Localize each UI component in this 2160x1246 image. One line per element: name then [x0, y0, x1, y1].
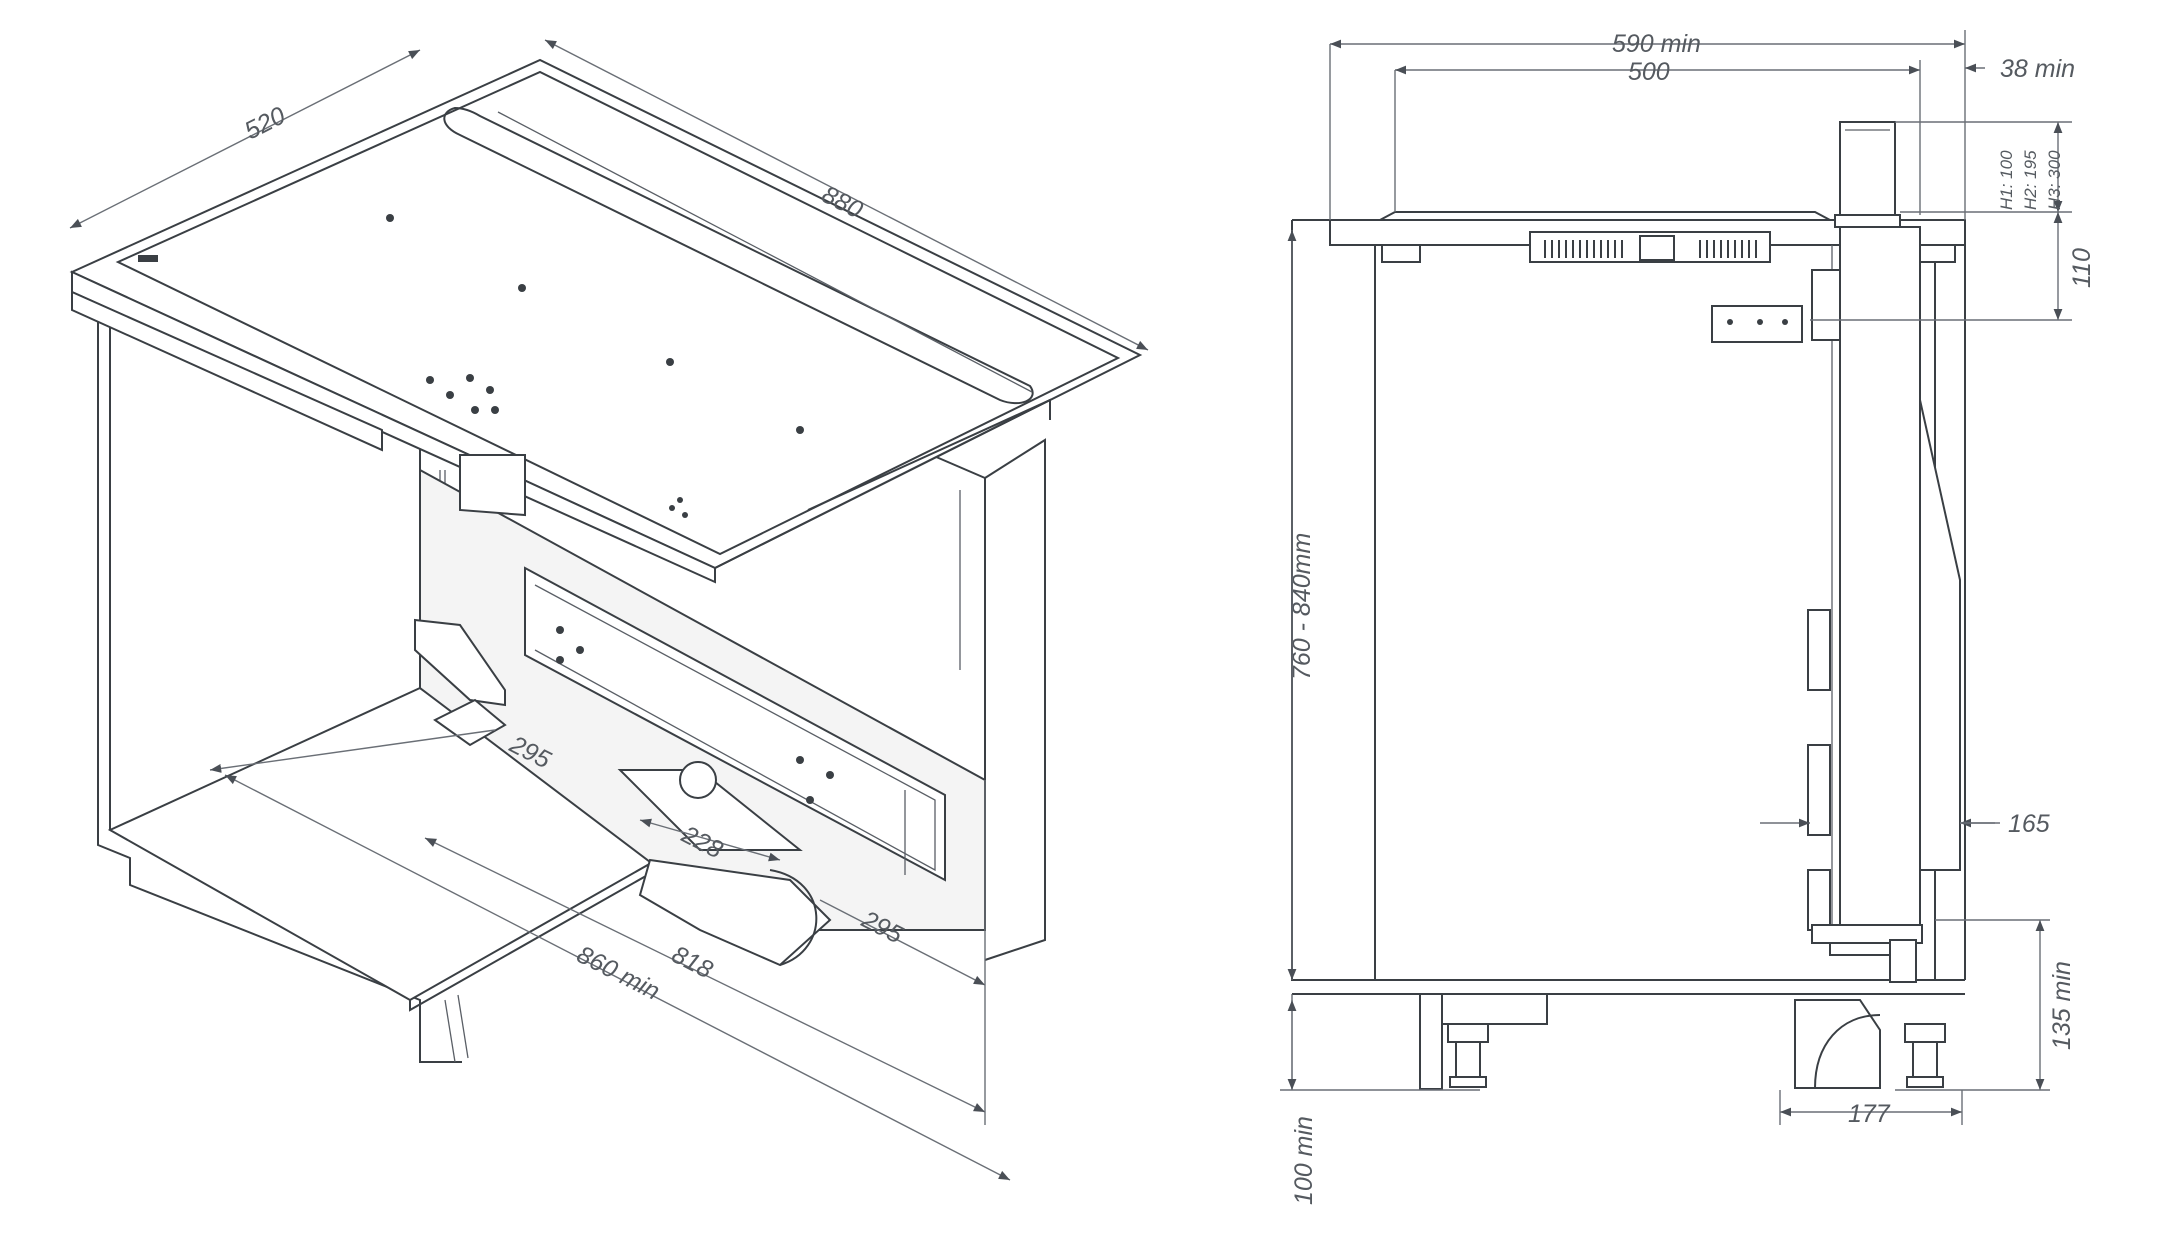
dim-135-min: 135 min: [2048, 961, 2076, 1050]
side-dimensions: 590 min 500 38 min H1: 100 H2: 195 H3: 3…: [1280, 30, 2096, 1205]
dim-500: 500: [1628, 58, 1670, 86]
dim-110: 110: [2068, 248, 2096, 288]
dim-520: 520: [240, 101, 290, 145]
dim-165: 165: [2008, 810, 2050, 838]
dim-h2: H2: 195: [2021, 150, 2040, 210]
dim-590-min: 590 min: [1612, 30, 1701, 58]
dim-h3: H3: 300: [2045, 150, 2064, 210]
hob-countertop: [69, 58, 1143, 584]
dim-100-min: 100 min: [1290, 1116, 1318, 1205]
dim-38-min: 38 min: [2000, 55, 2075, 83]
dim-760-840mm: 760 - 840mm: [1288, 533, 1316, 680]
extractor-tower: [1807, 121, 1961, 983]
dim-h1: H1: 100: [1997, 150, 2016, 210]
side-view: 590 min 500 38 min H1: 100 H2: 195 H3: 3…: [1280, 30, 2096, 1205]
hob-unit: [1529, 231, 1803, 343]
plinth-and-feet: [1291, 993, 1946, 1090]
isometric-view: 520 880 295 228 295 818 860 min: [69, 39, 1149, 1181]
dim-860-min: 860 min: [572, 940, 664, 1005]
dim-177: 177: [1848, 1100, 1891, 1128]
